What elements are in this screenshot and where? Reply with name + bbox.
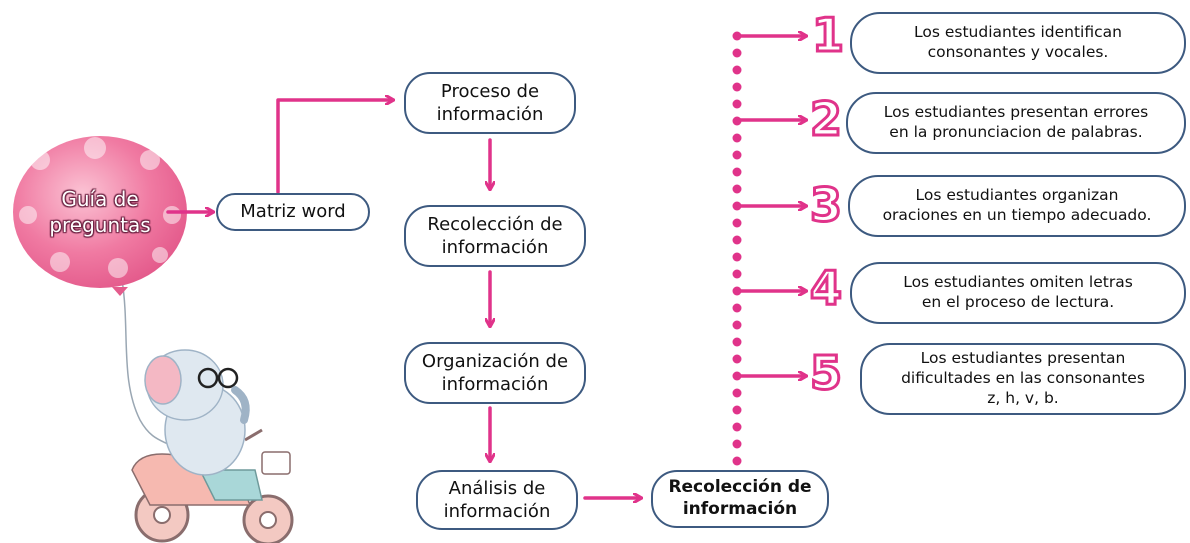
dot [732,150,742,160]
result-number-3: 3 [808,178,843,232]
dot [732,269,742,279]
dot [732,337,742,347]
dot [732,235,742,245]
dot [732,167,742,177]
result-number-1: 1 [810,8,845,62]
result-box-3: Los estudiantes organizan oraciones en u… [848,175,1186,237]
process-step-3: Organización de información [404,342,586,404]
dot [732,48,742,58]
dot [732,439,742,449]
result-number-5: 5 [808,346,843,400]
dot [732,31,742,41]
dot [732,218,742,228]
dot [732,456,742,466]
process-step-1: Proceso de información [404,72,576,134]
dot [732,422,742,432]
result-box-5: Los estudiantes presentan dificultades e… [860,343,1186,415]
process-step-2: Recolección de información [404,205,586,267]
elephant-scooter-illustration [131,349,294,543]
dot [732,354,742,364]
dot [732,133,742,143]
dot [732,405,742,415]
dot [732,371,742,381]
dot [732,320,742,330]
dot [732,303,742,313]
dotted-line [732,31,742,466]
result-box-1: Los estudiantes identifican consonantes … [850,12,1186,74]
matriz-word-node: Matriz word [216,193,370,231]
result-box-4: Los estudiantes omiten letras en el proc… [850,262,1186,324]
result-number-4: 4 [808,261,843,315]
dot [732,286,742,296]
dot [732,184,742,194]
connectors [166,100,640,498]
result-number-2: 2 [808,92,843,146]
balloon-label: Guía de preguntas [49,187,151,237]
dot [732,82,742,92]
result-arrows [738,36,805,376]
dot [732,65,742,75]
final-node: Recolección de información [651,470,829,528]
dot [732,201,742,211]
dot [732,99,742,109]
balloon-illustration [13,136,187,446]
result-box-2: Los estudiantes presentan errores en la … [846,92,1186,154]
dot [732,252,742,262]
process-step-4: Análisis de información [416,470,578,530]
dot [732,388,742,398]
